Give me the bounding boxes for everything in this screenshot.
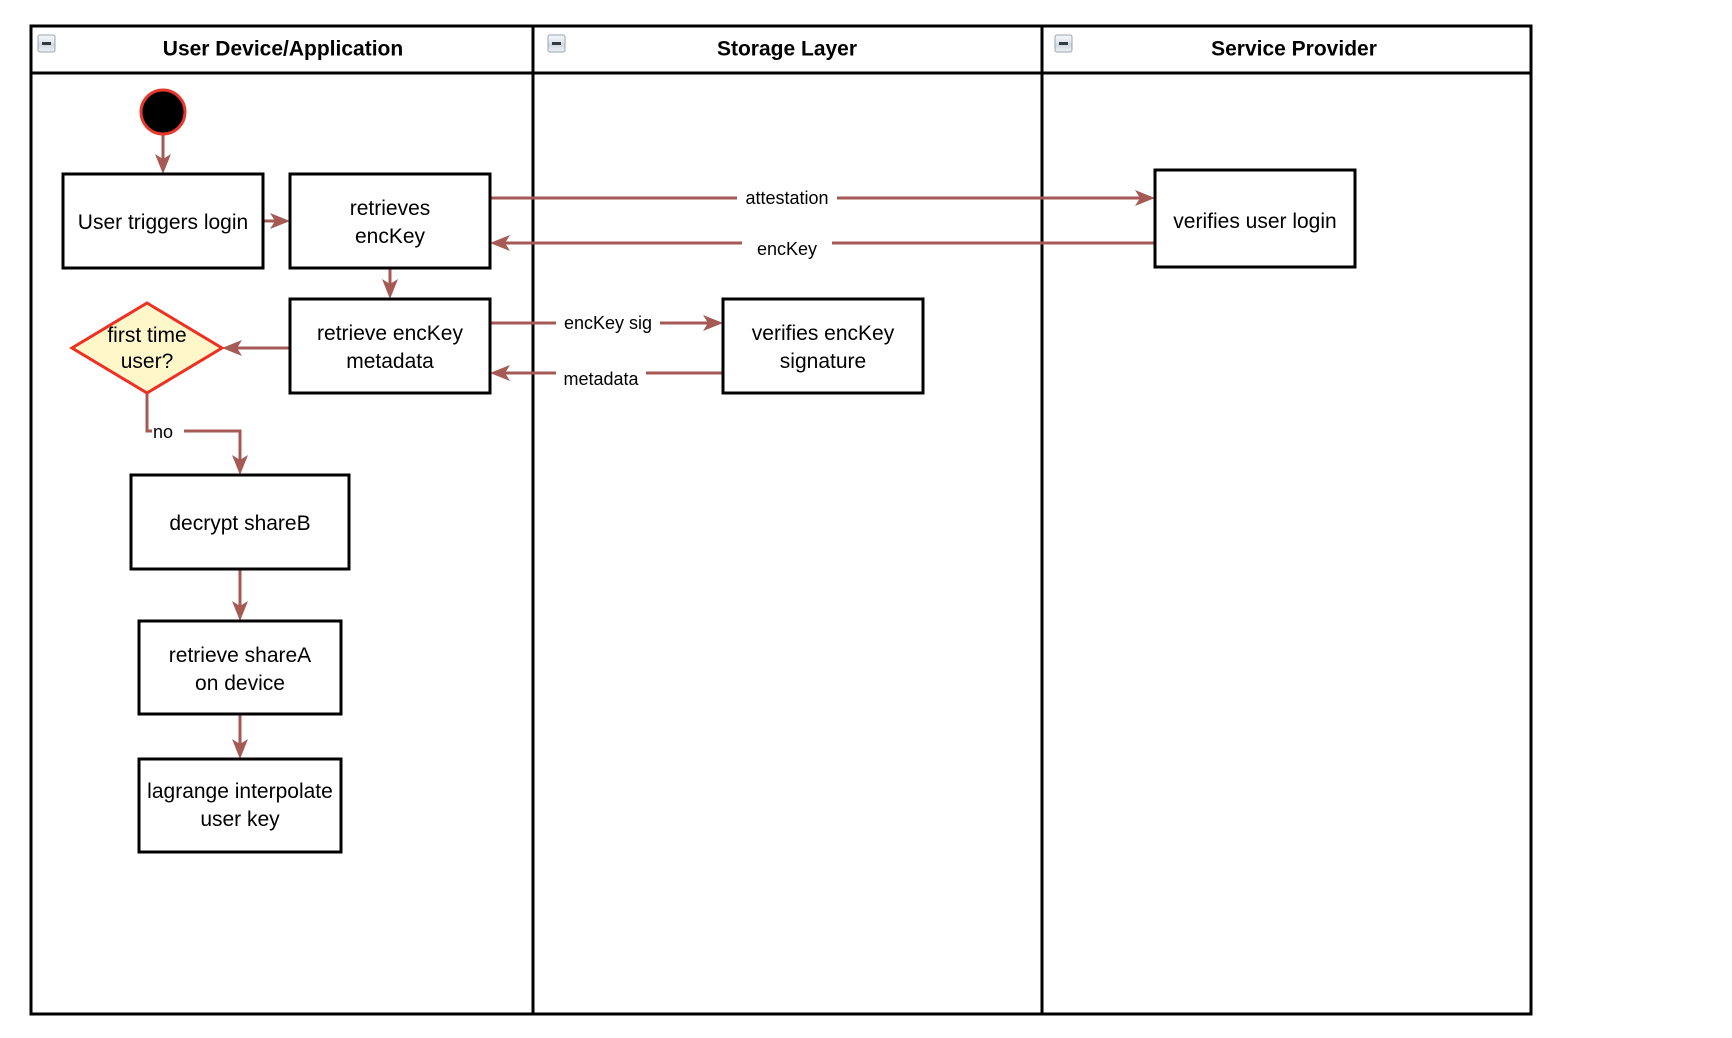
start-node[interactable] (139, 88, 187, 136)
edge-label-no: no (153, 422, 173, 442)
node-label-verifies-user-login: verifies user login (1173, 210, 1336, 233)
edge-label-bg-attestation (737, 188, 837, 208)
node-retrieves-enckey[interactable]: retrieves encKey (288, 172, 492, 270)
node-label-decrypt-shareb: decrypt shareB (169, 512, 310, 535)
node-box-decrypt-shareb[interactable] (129, 473, 351, 571)
edge-metadata-to-decision (222, 340, 290, 356)
edge-shareb-to-sharea (232, 569, 248, 621)
node-retrieve-enckey-metadata[interactable]: retrieve encKey metadata (288, 297, 492, 395)
node-label-first-time-user-line2: user? (121, 350, 174, 373)
collapse-minus-glyph (1059, 42, 1068, 45)
lane-title-storage: Storage Layer (717, 38, 857, 61)
node-verifies-enckey-signature[interactable]: verifies encKey signature (721, 297, 925, 395)
collapse-minus-glyph (552, 42, 561, 45)
edge-label-bg-enckey-sig (556, 313, 660, 333)
lane-header-storage[interactable]: Storage Layer (547, 34, 857, 61)
node-label-retrieve-enckey-metadata-line2: metadata (346, 350, 434, 373)
node-label-lagrange-line2: user key (200, 808, 280, 831)
node-lagrange-interpolate-user-key[interactable]: lagrange interpolate user key (137, 757, 343, 854)
lane-title-user-device: User Device/Application (163, 38, 403, 61)
edge-attestation: attestation (490, 188, 1155, 208)
lane-outer-border (29, 24, 1533, 1016)
node-label-verifies-enckey-sig-line2: signature (780, 350, 866, 373)
node-label-user-triggers-login: User triggers login (78, 211, 248, 234)
edge-label-bg-no (152, 421, 184, 441)
edge-login-to-retrieves (263, 213, 290, 229)
node-label-lagrange-line1: lagrange interpolate (147, 780, 333, 803)
edge-metadata-back: metadata (490, 365, 723, 389)
swimlane-frame (29, 24, 1533, 1016)
edge-label-enckey: encKey (757, 239, 817, 259)
collapse-minus-glyph (42, 42, 51, 45)
node-user-triggers-login[interactable]: User triggers login (61, 172, 265, 270)
node-label-first-time-user-line1: first time (107, 324, 186, 347)
lane-title-service-provider: Service Provider (1211, 38, 1377, 61)
lane-header-service-provider[interactable]: Service Provider (1054, 34, 1377, 61)
node-label-retrieve-sharea-line1: retrieve shareA (169, 644, 311, 667)
edge-label-attestation: attestation (745, 188, 828, 208)
edge-start-to-login (155, 133, 171, 174)
edge-retrieves-to-metadata (382, 267, 398, 299)
node-label-retrieve-enckey-metadata-line1: retrieve encKey (317, 322, 463, 345)
node-first-time-user-decision[interactable]: first time user? (69, 301, 225, 395)
node-label-retrieves-enckey-line2: encKey (355, 225, 426, 248)
edge-label-metadata: metadata (563, 369, 639, 389)
node-label-retrieves-enckey-line1: retrieves (350, 197, 431, 220)
node-box-lagrange-interpolate[interactable] (137, 757, 343, 854)
start-node-circle[interactable] (139, 88, 187, 136)
node-box-verifies-enckey-signature[interactable] (721, 297, 925, 395)
node-box-retrieve-sharea-on-device[interactable] (137, 619, 343, 716)
edge-label-bg-enckey (742, 239, 832, 259)
edge-decision-no: no (145, 388, 248, 475)
edge-label-enckey-sig: encKey sig (564, 313, 652, 333)
node-box-retrieves-enckey[interactable] (288, 172, 492, 270)
node-label-verifies-enckey-sig-line1: verifies encKey (752, 322, 895, 345)
node-label-retrieve-sharea-line2: on device (195, 672, 285, 695)
node-verifies-user-login[interactable]: verifies user login (1153, 168, 1357, 269)
node-retrieve-sharea-on-device[interactable]: retrieve shareA on device (137, 619, 343, 716)
lane-header-user-device[interactable]: User Device/Application (37, 34, 403, 61)
decision-diamond-first-time-user[interactable] (69, 301, 225, 395)
edge-sharea-to-lagrange (232, 714, 248, 759)
node-box-user-triggers-login[interactable] (61, 172, 265, 270)
edge-enckey-back: encKey (490, 235, 1155, 259)
node-box-verifies-user-login[interactable] (1153, 168, 1357, 269)
node-decrypt-shareb[interactable]: decrypt shareB (129, 473, 351, 571)
edge-enckey-sig: encKey sig (490, 313, 723, 333)
node-box-retrieve-enckey-metadata[interactable] (288, 297, 492, 395)
edge-label-bg-metadata (556, 369, 646, 389)
